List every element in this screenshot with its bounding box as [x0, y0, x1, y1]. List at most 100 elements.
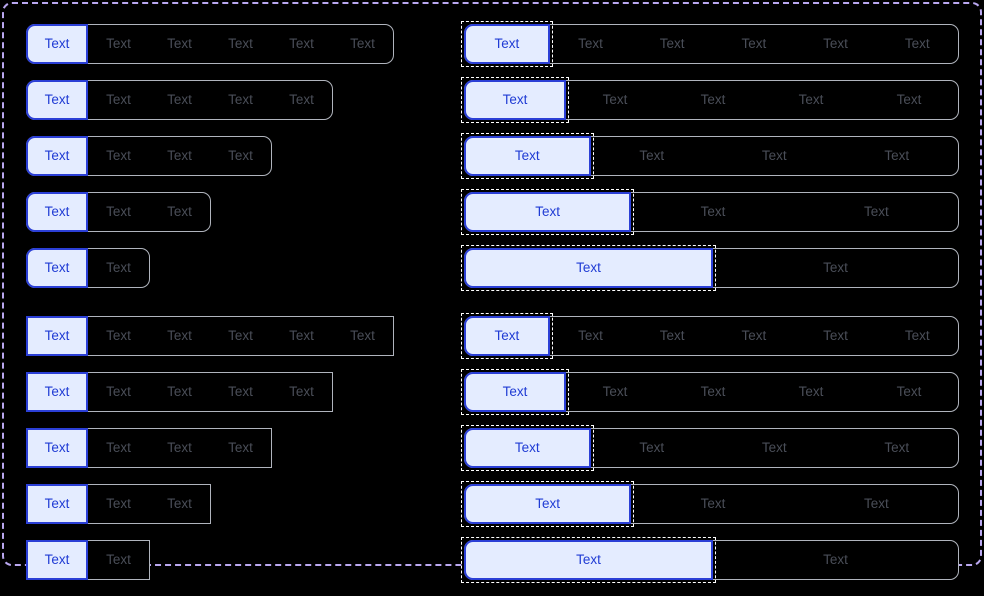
segment[interactable]: Text [578, 36, 603, 52]
segment[interactable]: Text [863, 204, 889, 220]
segment[interactable]: Text [167, 204, 192, 220]
segment[interactable]: Text [228, 328, 253, 344]
segment-active[interactable]: Text [460, 76, 570, 124]
segment[interactable]: Text [659, 36, 685, 52]
segment-active[interactable]: Text [460, 536, 717, 584]
segment[interactable]: Text [884, 440, 910, 456]
segment[interactable]: Text [228, 384, 253, 400]
segment[interactable]: Text [904, 328, 930, 344]
segment[interactable]: Text [167, 92, 192, 108]
segment[interactable]: Text [798, 92, 824, 108]
segmented-control-row: Text Text Text Text [26, 428, 436, 468]
segment-active[interactable]: Text [26, 484, 88, 524]
segmented-control-row: Text Text Text Text Text Text [26, 316, 436, 356]
segment[interactable]: Text [863, 496, 889, 512]
segment-active[interactable]: Text [26, 316, 88, 356]
segment[interactable]: Text [167, 496, 192, 512]
segment[interactable]: Text [228, 92, 253, 108]
segment-active[interactable]: Text [460, 368, 570, 416]
segment-active[interactable]: Text [459, 188, 636, 236]
segment-active[interactable]: Text [26, 372, 88, 412]
segment[interactable]: Text [602, 92, 628, 108]
segment[interactable]: Text [106, 384, 131, 400]
segment-active[interactable]: Text [26, 248, 88, 288]
segment[interactable]: Text [106, 260, 131, 276]
segment-active[interactable]: Text [26, 192, 88, 232]
segment[interactable]: Text [106, 92, 131, 108]
segment[interactable]: Text [106, 552, 131, 568]
segmented-control-row: Text Text Text Text Text [460, 368, 964, 416]
segment[interactable]: Text [106, 36, 131, 52]
segment-active[interactable]: Text [26, 24, 88, 64]
segment[interactable]: Text [761, 148, 787, 164]
segment[interactable]: Text [823, 328, 848, 344]
segment[interactable]: Text [289, 92, 314, 108]
segment[interactable]: Text [289, 328, 314, 344]
segment[interactable]: Text [639, 440, 665, 456]
segment[interactable]: Text [741, 328, 767, 344]
segmented-control: Text Text [26, 540, 150, 580]
segment[interactable]: Text [167, 148, 192, 164]
segment[interactable]: Text [167, 328, 192, 344]
segment[interactable]: Text [167, 384, 192, 400]
segmented-control: Text Text Text Text Text Text [460, 312, 959, 360]
segment[interactable]: Text [228, 440, 253, 456]
segment[interactable]: Text [578, 328, 603, 344]
segment[interactable]: Text [700, 92, 726, 108]
segmented-control-row: Text Text [460, 536, 964, 584]
segment-active[interactable]: Text [460, 132, 594, 180]
segmented-control: Text Text Text Text Text [26, 372, 333, 412]
segment-active[interactable]: Text [459, 480, 636, 528]
segment-active[interactable]: Text [26, 80, 88, 120]
segmented-control-row: Text Text Text [26, 484, 436, 524]
segment[interactable]: Text [106, 204, 131, 220]
segment[interactable]: Text [106, 496, 131, 512]
segment[interactable]: Text [904, 36, 930, 52]
segmented-control-row: Text Text Text [459, 188, 964, 236]
segment[interactable]: Text [639, 148, 665, 164]
segment-active[interactable]: Text [26, 428, 88, 468]
segment[interactable]: Text [700, 204, 726, 220]
segmented-control-row: Text Text Text Text Text [460, 76, 964, 124]
segment[interactable]: Text [823, 260, 848, 276]
segment[interactable]: Text [823, 552, 848, 568]
segment[interactable]: Text [741, 36, 767, 52]
segment[interactable]: Text [602, 384, 628, 400]
segment[interactable]: Text [289, 36, 314, 52]
segment[interactable]: Text [289, 384, 314, 400]
segment-active[interactable]: Text [26, 540, 88, 580]
segment[interactable]: Text [659, 328, 685, 344]
segment-active[interactable]: Text [460, 20, 554, 68]
segment[interactable]: Text [823, 36, 848, 52]
segment-active[interactable]: Text [460, 244, 717, 292]
segment[interactable]: Text [228, 148, 253, 164]
segment[interactable]: Text [228, 36, 253, 52]
segment[interactable]: Text [884, 148, 910, 164]
segmented-control-row: Text Text Text Text Text Text [26, 24, 436, 64]
segmented-control: Text Text Text Text [26, 428, 272, 468]
segment[interactable]: Text [167, 36, 192, 52]
segment[interactable]: Text [106, 440, 131, 456]
segment-active[interactable]: Text [460, 424, 594, 472]
segmented-control: Text Text Text Text Text Text [26, 24, 394, 64]
segment[interactable]: Text [106, 328, 131, 344]
segment[interactable]: Text [106, 148, 131, 164]
segment[interactable]: Text [700, 384, 726, 400]
segment[interactable]: Text [350, 328, 375, 344]
segment[interactable]: Text [761, 440, 787, 456]
segmented-control-row: Text Text Text Text [460, 132, 964, 180]
segment[interactable]: Text [896, 92, 922, 108]
segmented-control: Text Text Text Text Text [26, 80, 333, 120]
segmented-control: Text Text Text Text Text [460, 76, 959, 124]
segment-active[interactable]: Text [460, 312, 554, 360]
segment[interactable]: Text [167, 440, 192, 456]
segment-active[interactable]: Text [26, 136, 88, 176]
segment[interactable]: Text [350, 36, 375, 52]
segment[interactable]: Text [896, 384, 922, 400]
segment[interactable]: Text [700, 496, 726, 512]
segment[interactable]: Text [798, 384, 824, 400]
